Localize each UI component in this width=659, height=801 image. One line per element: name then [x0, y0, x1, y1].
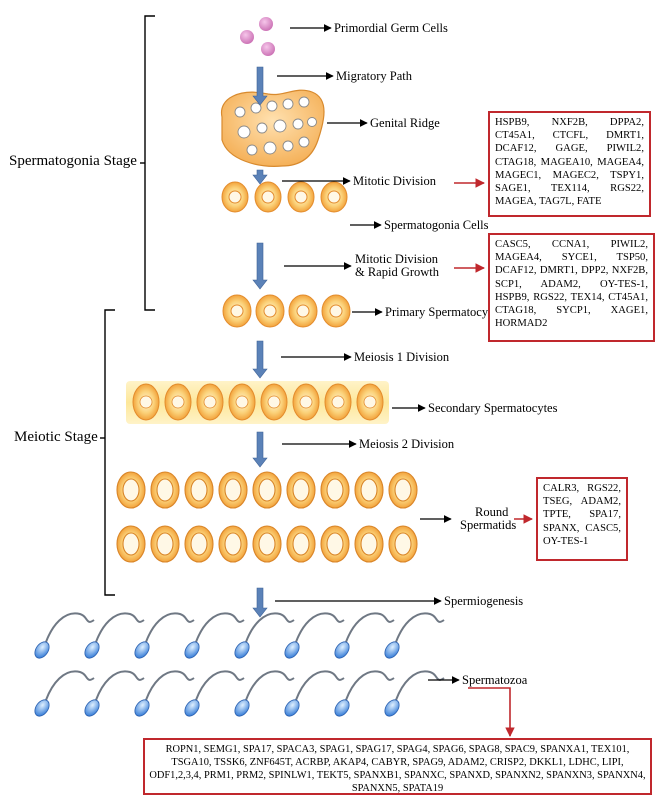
mitotic-division-label: Mitotic Division [353, 174, 436, 188]
genital-ridge-label: Genital Ridge [370, 116, 440, 130]
secondary-spermatocytes [126, 381, 389, 424]
mitotic-rapid-label-line1: Mitotic Division [355, 252, 438, 266]
primary-spermatocyte-genes-box: CASC5, CCNA1, PIWIL2, MAGEA4, SYCE1, TSP… [488, 233, 655, 342]
sperm-tail [195, 670, 245, 701]
genital-ridge [221, 89, 325, 167]
sperm-head [234, 641, 250, 659]
secondary-spermatocytes-label: Secondary Spermatocytes [428, 401, 558, 415]
meiosis-1-label: Meiosis 1 Division [354, 350, 450, 364]
round-spermatids [116, 471, 418, 563]
meiotic-bracket [100, 309, 115, 596]
highlight-arrows [454, 178, 533, 737]
down-arrows [252, 66, 268, 618]
sperm-tail [145, 670, 195, 701]
sperm-head [284, 699, 300, 717]
spermatozoa-genes-box: ROPN1, SEMG1, SPA17, SPACA3, SPAG1, SPAG… [143, 738, 652, 795]
sperm-head [34, 641, 50, 659]
sperm-head [184, 699, 200, 717]
sperm-head [284, 641, 300, 659]
sperm-tail [395, 670, 445, 701]
sperm-head [84, 699, 100, 717]
sperm-tail [345, 670, 395, 701]
primary-spermatocytes [222, 294, 351, 328]
round-spermatids-label-line1: Round [475, 505, 509, 519]
primordial-germ-cells-label: Primordial Germ Cells [334, 21, 448, 35]
spermatogonia-cells-label: Spermatogonia Cells [384, 218, 489, 232]
sperm-tail [245, 670, 295, 701]
spermatogonia-bracket [140, 15, 155, 311]
spermiogenesis-label: Spermiogenesis [444, 594, 524, 608]
sperm-head [334, 699, 350, 717]
spermatogonia-cells [221, 181, 348, 213]
sperm-tail [95, 612, 145, 643]
migratory-path-label: Migratory Path [336, 69, 413, 83]
spermatozoa-label: Spermatozoa [462, 673, 528, 687]
mitotic-genes-box: HSPB9, NXF2B, DPPA2, CT45A1, CTCFL, DMRT… [488, 111, 651, 217]
round-spermatid-genes-box: CALR3, RGS22, TSEG, ADAM2, TPTE, SPA17, … [536, 477, 628, 561]
round-spermatids-label-line2: Spermatids [460, 518, 517, 532]
primary-spermatocytes-label: Primary Spermatocytes [385, 305, 502, 319]
sperm-tail [295, 612, 345, 643]
sperm-tail [345, 612, 395, 643]
primordial-germ-cells [240, 17, 275, 56]
sperm-tail [195, 612, 245, 643]
sperm-tail [95, 670, 145, 701]
sperm-tail [245, 612, 295, 643]
sperm-head [84, 641, 100, 659]
sperm-head [134, 699, 150, 717]
sperm-tail [145, 612, 195, 643]
spermatogonia-stage-label: Spermatogonia Stage [9, 153, 137, 169]
sperm-tail [45, 612, 95, 643]
sperm-head [334, 641, 350, 659]
sperm-tail [295, 670, 345, 701]
meiosis-2-label: Meiosis 2 Division [359, 437, 455, 451]
meiotic-stage-label: Meiotic Stage [14, 429, 98, 445]
spermatozoa [34, 612, 445, 717]
sperm-head [384, 699, 400, 717]
mitotic-rapid-label-line2: & Rapid Growth [355, 265, 440, 279]
sperm-head [384, 641, 400, 659]
sperm-tail [395, 612, 445, 643]
sperm-head [134, 641, 150, 659]
sperm-head [184, 641, 200, 659]
sperm-head [234, 699, 250, 717]
sperm-tail [45, 670, 95, 701]
sperm-head [34, 699, 50, 717]
pointer-arrows [275, 24, 460, 684]
